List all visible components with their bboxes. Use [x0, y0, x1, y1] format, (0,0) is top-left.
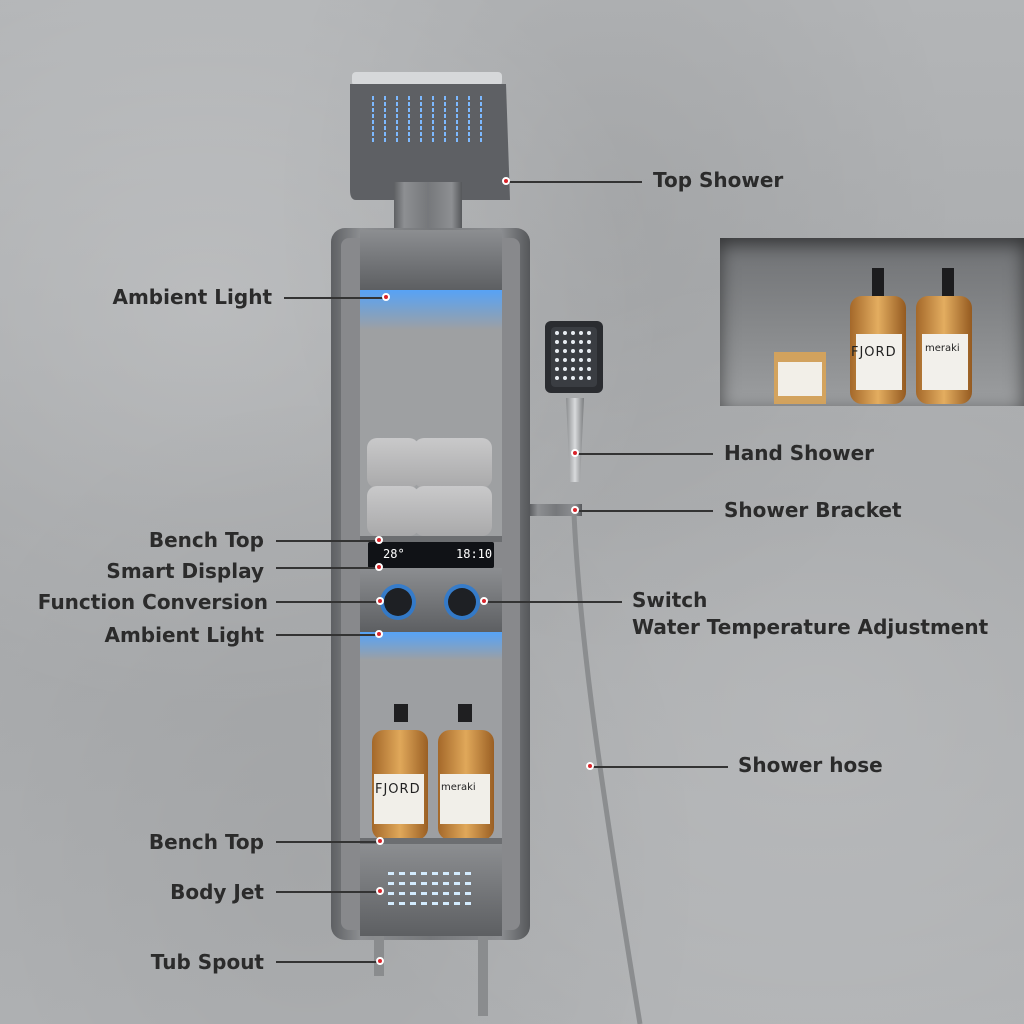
callout-dot-hand-shower: [571, 449, 579, 457]
callout-dot-ambient-light-mid: [375, 630, 383, 638]
callout-dot-ambient-light-top: [382, 293, 390, 301]
niche-products-illustration: [774, 268, 972, 404]
label-hand-shower: Hand Shower: [724, 441, 875, 465]
display-temperature: 28°: [383, 547, 405, 561]
callout-line-hand-shower: [575, 453, 713, 455]
callout-dot-bench-top-upper: [375, 536, 383, 544]
label-bench-top-lower: Bench Top: [148, 830, 264, 854]
label-body-jet: Body Jet: [170, 880, 264, 904]
shower-niche-inset: FJORD meraki: [720, 238, 1024, 406]
shelf-fjord-brand: FJORD: [375, 782, 421, 797]
label-ambient-light-top: Ambient Light: [112, 285, 272, 309]
label-ambient-light-mid: Ambient Light: [104, 623, 264, 647]
callout-line-bench-top-lower: [276, 841, 380, 843]
callout-line-tub-spout: [276, 961, 380, 963]
callout-line-body-jet: [276, 891, 380, 893]
top-shower-head: [350, 72, 510, 228]
callout-dot-shower-hose: [586, 762, 594, 770]
callout-dot-shower-bracket: [571, 506, 579, 514]
label-smart-display: Smart Display: [106, 559, 264, 583]
callout-dot-function-conversion: [376, 597, 384, 605]
callout-line-ambient-light-mid: [276, 634, 379, 636]
callout-dot-tub-spout: [376, 957, 384, 965]
label-function-conversion: Function Conversion: [37, 590, 268, 614]
callout-line-function-conversion: [276, 601, 380, 603]
callout-dot-body-jet: [376, 887, 384, 895]
niche-fjord-brand: FJORD: [851, 345, 897, 360]
callout-dot-switch: [480, 597, 488, 605]
callout-dot-smart-display: [375, 563, 383, 571]
niche-meraki-brand: meraki: [925, 343, 960, 354]
callout-line-ambient-light-top: [284, 297, 386, 299]
label-shower-hose: Shower hose: [738, 753, 883, 777]
callout-line-switch: [484, 601, 622, 603]
callout-line-top-shower: [506, 181, 642, 183]
callout-line-bench-top-upper: [276, 540, 379, 542]
label-top-shower: Top Shower: [653, 168, 784, 192]
label-bench-top-upper: Bench Top: [148, 528, 264, 552]
label-water-temperature-adjustment: Water Temperature Adjustment: [632, 615, 989, 639]
callout-dot-top-shower: [502, 177, 510, 185]
callout-line-shower-bracket: [575, 510, 713, 512]
hand-shower-assembly: [530, 321, 643, 1024]
shelf-meraki-brand: meraki: [441, 782, 476, 793]
label-tub-spout: Tub Spout: [150, 950, 264, 974]
label-shower-bracket: Shower Bracket: [724, 498, 902, 522]
label-switch: Switch: [632, 588, 708, 612]
callout-dot-bench-top-lower: [376, 837, 384, 845]
callout-line-smart-display: [276, 567, 379, 569]
panel-body: [331, 228, 530, 1016]
callout-line-shower-hose: [590, 766, 728, 768]
display-clock: 18:10: [456, 547, 493, 561]
